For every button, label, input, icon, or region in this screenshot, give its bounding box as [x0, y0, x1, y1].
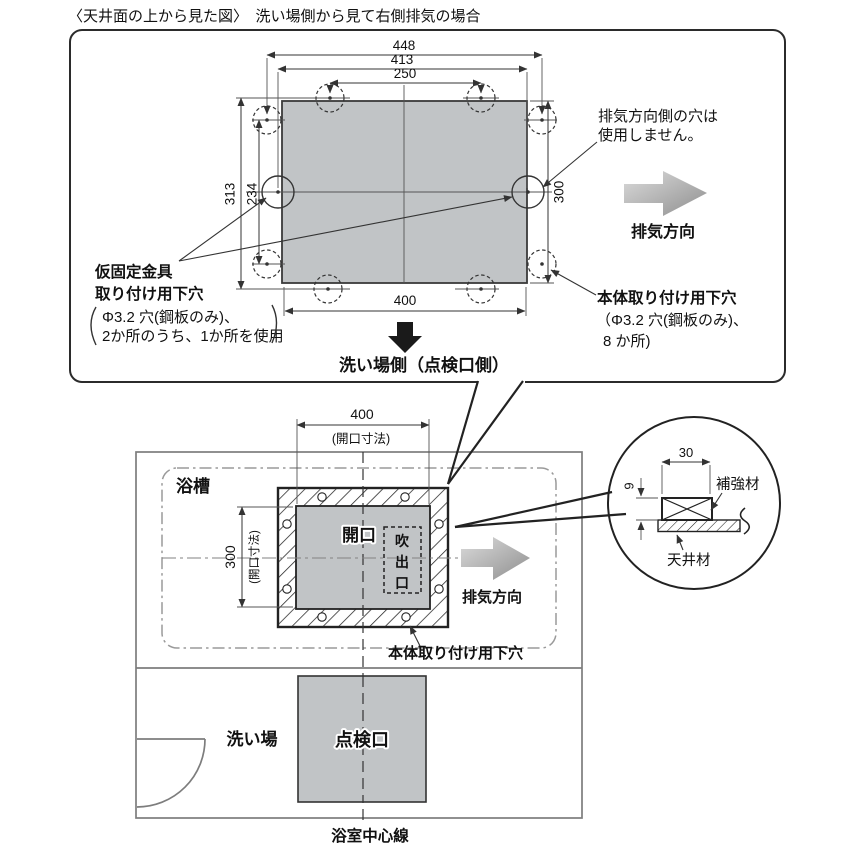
washing-area-label: 洗い場 [227, 729, 278, 749]
ceiling-view-panel: 448 413 250 400 313 [69, 29, 786, 485]
dim-opening-400: 400 (開口寸法) [296, 406, 430, 504]
big-paren-left [90, 306, 97, 346]
dim-30: 30 [661, 445, 711, 494]
reinforcement-leader [710, 492, 723, 511]
dim-400-sublabel: (開口寸法) [332, 432, 390, 446]
temp-bracket-line4: 2か所のうち、1か所を使用 [102, 328, 284, 345]
detail-pointer-line-2 [454, 512, 627, 529]
dim-313-label: 313 [223, 183, 238, 206]
inspection-port [297, 675, 427, 803]
dim-300-top-panel: 300 [524, 100, 567, 284]
temp-bracket-line1: 仮固定金具 [94, 262, 173, 281]
dim-448-label: 448 [393, 38, 416, 53]
dim-413-label: 413 [391, 52, 414, 67]
temp-bracket-line3: Φ3.2 穴(鋼板のみ)、 [102, 308, 239, 326]
exhaust-direction-label-lower: 排気方向 [462, 588, 522, 606]
dim-9: 9 [622, 478, 658, 540]
exhaust-note-line1: 排気方向側の穴は [598, 108, 718, 125]
mounting-holes-dashed [252, 83, 557, 304]
dim-400-label: 400 [350, 406, 374, 422]
exhaust-note-line2: 使用しません。 [598, 127, 703, 144]
dim-400-label-top: 400 [394, 293, 417, 308]
temp-bracket-line2: 取り付け用下穴 [95, 284, 204, 303]
air-outlet-box: 吹 出 口 [383, 526, 422, 594]
dim-413: 413 [277, 52, 528, 188]
room-plan-diagram: 浴槽 400 (開口寸法) [135, 406, 583, 845]
panel-callout-tail [446, 377, 525, 485]
detail-callout: 30 9 補強材 天井材 [454, 416, 781, 590]
page-title: 〈天井面の上から見た図〉 洗い場側から見て右側排気の場合 [68, 8, 481, 25]
dim-300-sublabel: (開口寸法) [247, 530, 261, 584]
body-holes-leader-lower [409, 625, 421, 647]
temp-bracket-note: 仮固定金具 取り付け用下穴 Φ3.2 穴(鋼板のみ)、 2か所のうち、1か所を使… [90, 262, 284, 346]
bathroom-outline [135, 451, 583, 819]
body-holes-line3: 8 か所) [603, 333, 651, 350]
dim-opening-300: 300 (開口寸法) [222, 506, 293, 608]
dim-9-label: 9 [622, 482, 637, 489]
washing-side-label: 洗い場側（点検口側） [339, 355, 509, 375]
ceiling-material [657, 519, 741, 533]
detail-pointer-line-1 [454, 490, 613, 529]
dim-400-top-panel: 400 [283, 287, 527, 316]
outlet-char-2: 出 [395, 554, 409, 570]
temp-fix-holes-solid [261, 175, 545, 209]
reinforcement-label: 補強材 [716, 476, 760, 493]
dim-300-label: 300 [222, 545, 238, 569]
outlet-char-1: 吹 [395, 533, 410, 549]
ceiling-leader [676, 534, 684, 551]
exhaust-direction-label-upper: 排気方向 [631, 222, 695, 241]
dim-250: 250 [326, 66, 485, 94]
temp-bracket-leaders [178, 195, 513, 262]
big-paren-right [271, 304, 278, 344]
frame-pilot-holes [282, 492, 444, 622]
dim-300-label-top: 300 [552, 181, 567, 204]
ceiling-label: 天井材 [667, 552, 711, 569]
reinforcement-hatch [278, 488, 448, 627]
washing-side-arrow [388, 322, 422, 353]
opening-label: 開口 [342, 526, 376, 545]
body-holes-note: 本体取り付け用下穴 （Φ3.2 穴(鋼板のみ)、 8 か所) [596, 288, 748, 350]
inspection-port-label: 点検口 [335, 729, 389, 750]
dim-234-label: 234 [245, 182, 260, 205]
dim-250-label: 250 [394, 66, 417, 81]
door-swing [136, 738, 206, 808]
dim-30-label: 30 [679, 445, 693, 460]
reinforcement-box [661, 497, 713, 521]
hole-center-dots [265, 96, 544, 291]
body-holes-label-lower: 本体取り付け用下穴 [388, 644, 523, 662]
exhaust-direction-arrow-upper [624, 171, 707, 216]
bathtub-label: 浴槽 [176, 476, 210, 496]
outlet-char-3: 口 [395, 575, 409, 591]
exhaust-holes-note: 排気方向側の穴は 使用しません。 [598, 108, 718, 144]
dim-313: 313 [223, 97, 350, 290]
exhaust-direction-arrow-lower [461, 537, 530, 580]
break-mark [739, 507, 751, 535]
body-holes-line2: （Φ3.2 穴(鋼板のみ)、 [596, 311, 748, 329]
bathroom-centerline-label: 浴室中心線 [331, 826, 409, 845]
dim-448: 448 [263, 38, 546, 115]
body-holes-leader-top [550, 269, 597, 296]
body-holes-line1: 本体取り付け用下穴 [597, 288, 737, 307]
exhaust-note-leader [542, 141, 598, 188]
